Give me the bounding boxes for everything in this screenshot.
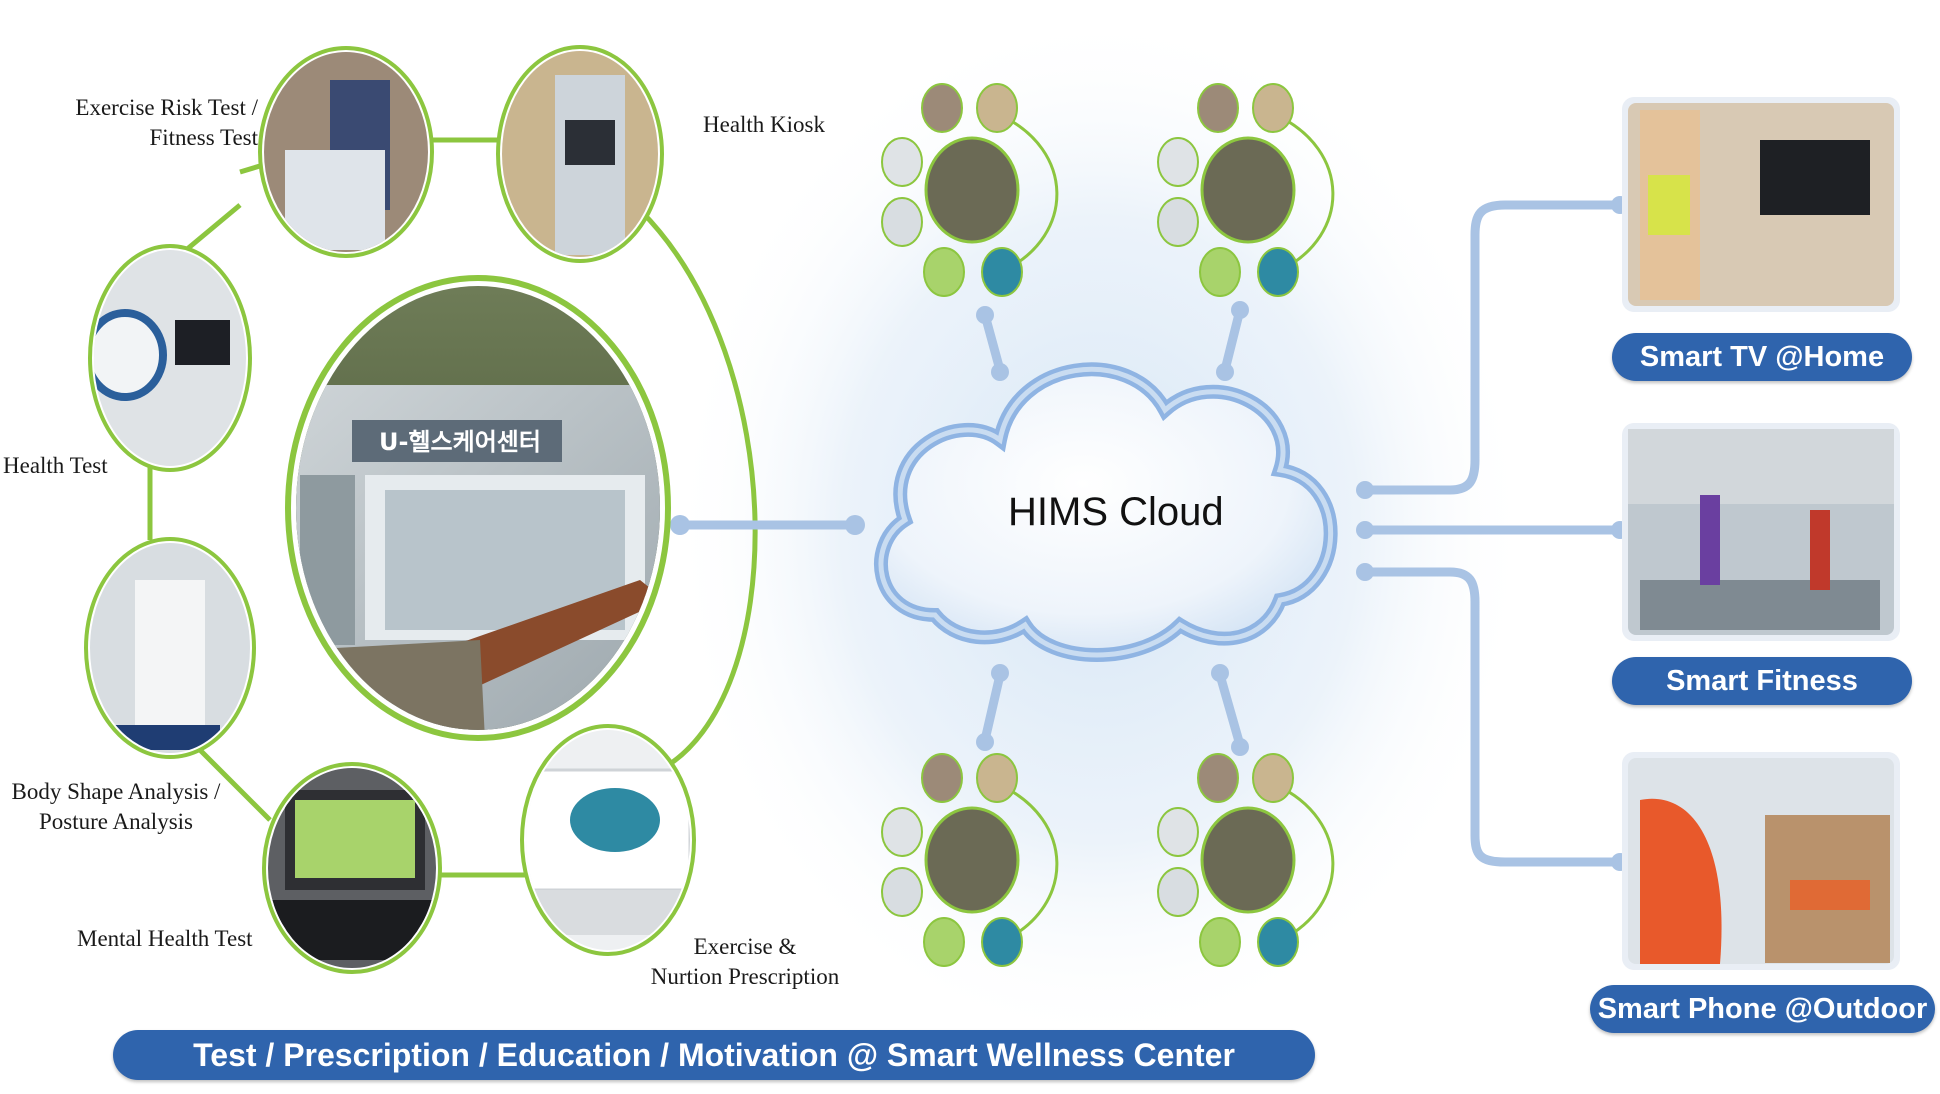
label-line: Posture Analysis (39, 809, 193, 834)
mini-network (881, 753, 1059, 967)
output-label-smart-tv: Smart TV @Home (1612, 333, 1912, 381)
label-line: Fitness Test (149, 125, 258, 150)
station-photo-health-kiosk (496, 45, 664, 263)
label-line: Exercise & (693, 934, 797, 959)
connector-dots (670, 196, 1629, 871)
station-label-body-shape: Body Shape Analysis / Posture Analysis (0, 777, 232, 837)
smart-fitness-photo (1622, 423, 1900, 641)
label-line: Nurtion Prescription (650, 964, 840, 989)
cloud-label: HIMS Cloud (1008, 490, 1224, 534)
label-line: Body Shape Analysis / (11, 779, 221, 804)
smart-tv-photo (1622, 97, 1900, 312)
connectors (675, 200, 1625, 867)
station-photo-exercise-risk (258, 46, 434, 258)
hims-cloud-icon (874, 362, 1338, 662)
label-line: Exercise Risk Test / (75, 95, 258, 120)
station-arc (638, 208, 758, 773)
center-sign: U-헬스케어센터 (379, 428, 541, 456)
output-label-smart-fitness: Smart Fitness (1612, 657, 1912, 705)
smart-phone-photo (1622, 752, 1900, 970)
mini-network-thumbnails (881, 83, 1335, 967)
station-photo-body-shape (84, 537, 256, 759)
station-photo-health-test (88, 244, 252, 472)
station-label-health-test: Health Test (3, 453, 108, 478)
output-label-smart-phone: Smart Phone @Outdoor (1590, 985, 1935, 1033)
station-photo-mental-health (262, 762, 442, 974)
station-label-exercise-prescription: Exercise & Nurtion Prescription (640, 932, 850, 992)
mini-network (881, 83, 1059, 297)
station-label-health-kiosk: Health Kiosk (703, 112, 826, 137)
wellness-center-caption: Test / Prescription / Education / Motiva… (113, 1030, 1315, 1080)
station-label-mental-health: Mental Health Test (77, 926, 253, 951)
wellness-center-photo (285, 275, 671, 741)
mini-network (1157, 83, 1335, 297)
station-photo-exercise-prescription (520, 724, 696, 956)
mini-network (1157, 753, 1335, 967)
station-label-exercise-risk: Exercise Risk Test / Fitness Test (40, 93, 258, 153)
